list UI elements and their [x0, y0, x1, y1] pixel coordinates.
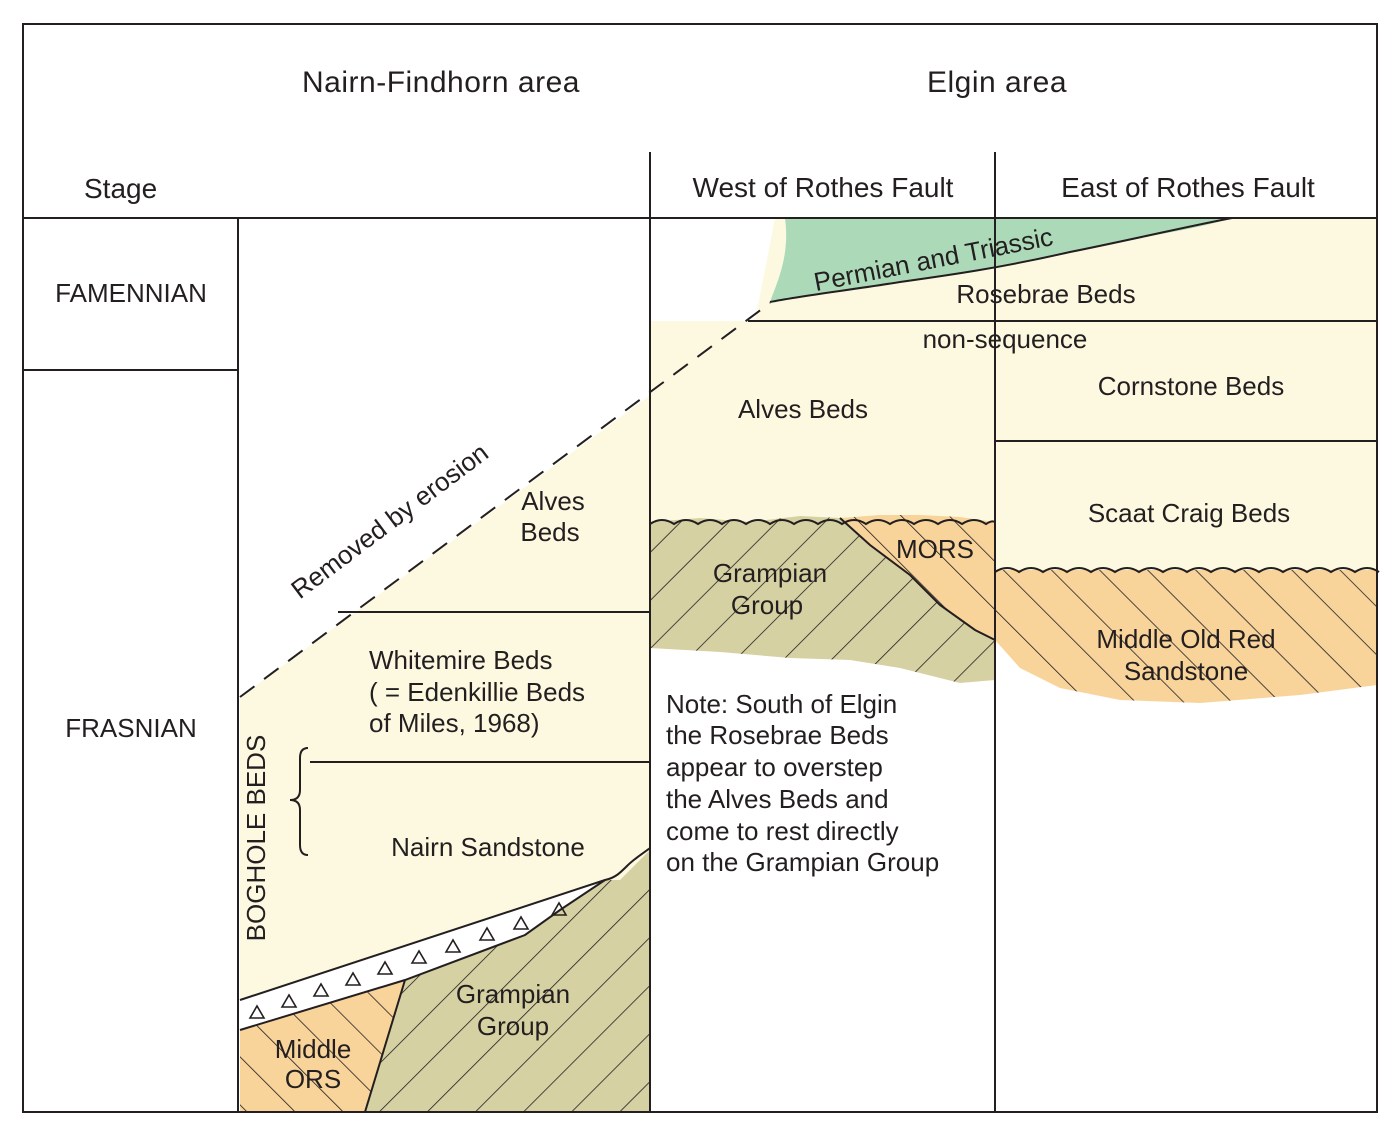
west-grampian-label-1: Grampian [713, 558, 827, 588]
east-cream-fill [995, 218, 1377, 570]
west-mors-label: MORS [896, 534, 974, 564]
rosebrae-label: Rosebrae Beds [956, 279, 1135, 309]
boghole-beds-label: BOGHOLE BEDS [241, 735, 271, 942]
note-line: the Alves Beds and [666, 784, 889, 814]
erosion-dashed-line [239, 302, 771, 698]
nairn-grampian-hatch [365, 850, 650, 1112]
elgin-area-heading: Elgin area [927, 66, 1067, 99]
cornstone-label: Cornstone Beds [1098, 371, 1284, 401]
note-line: appear to overstep [666, 752, 883, 782]
conglomerate-symbols [248, 901, 568, 1019]
east-mors-hatch [995, 570, 1377, 703]
nairn-middle-ors-hatch [240, 980, 405, 1112]
west-alves-fill [650, 321, 995, 522]
whitemire-label-1: Whitemire Beds [369, 645, 553, 675]
east-mors-label-2: Sandstone [1124, 656, 1248, 686]
whitemire-label-3: of Miles, 1968) [369, 708, 540, 738]
nairn-grampian-label-2: Group [477, 1011, 549, 1041]
east-mors-label-1: Middle Old Red [1096, 624, 1275, 654]
note-line: the Rosebrae Beds [666, 720, 889, 750]
scaat-craig-label: Scaat Craig Beds [1088, 498, 1290, 528]
nairn-sandstone-label: Nairn Sandstone [391, 832, 585, 862]
nairn-middle-ors-label-2: ORS [285, 1064, 341, 1094]
frasnian-label: FRASNIAN [65, 713, 196, 743]
outer-frame [22, 23, 1378, 1113]
stage-heading: Stage [84, 173, 157, 204]
nairn-middle-ors-label-1: Middle [275, 1034, 352, 1064]
nairn-unconformity [239, 847, 651, 1001]
note-text: Note: South of Elgin the Rosebrae Beds a… [666, 689, 939, 877]
non-sequence-label: non-sequence [923, 324, 1088, 354]
nairn-cream-beds [240, 318, 757, 1000]
west-alves-label: Alves Beds [738, 394, 868, 424]
note-line: on the Grampian Group [666, 847, 939, 877]
ors-grampian-contact [364, 979, 406, 1113]
permian-triassic-fill [770, 218, 1232, 302]
nairn-grampian-label-1: Grampian [456, 979, 570, 1009]
whitemire-label-2: ( = Edenkillie Beds [369, 677, 585, 707]
nairn-alves-label-1: Alves [521, 486, 585, 516]
east-unconformity [994, 567, 1380, 574]
west-grampian-label-2: Group [731, 590, 803, 620]
boghole-brace [289, 747, 309, 856]
nairn-area-heading: Nairn-Findhorn area [302, 66, 580, 99]
west-fault-heading: West of Rothes Fault [693, 172, 954, 203]
conglomerate-band [240, 880, 605, 1030]
permian-base-line [769, 217, 1233, 303]
famennian-label: FAMENNIAN [55, 278, 207, 308]
west-grampian-hatch [650, 516, 995, 683]
west-unconformity [649, 519, 996, 526]
note-line: Note: South of Elgin [666, 689, 897, 719]
west-mors-contact [839, 517, 996, 641]
west-mors-hatch [840, 515, 995, 640]
nairn-alves-label-2: Beds [520, 517, 579, 547]
conglomerate-base [239, 879, 606, 1031]
note-line: come to rest directly [666, 816, 899, 846]
east-fault-heading: East of Rothes Fault [1061, 172, 1315, 203]
